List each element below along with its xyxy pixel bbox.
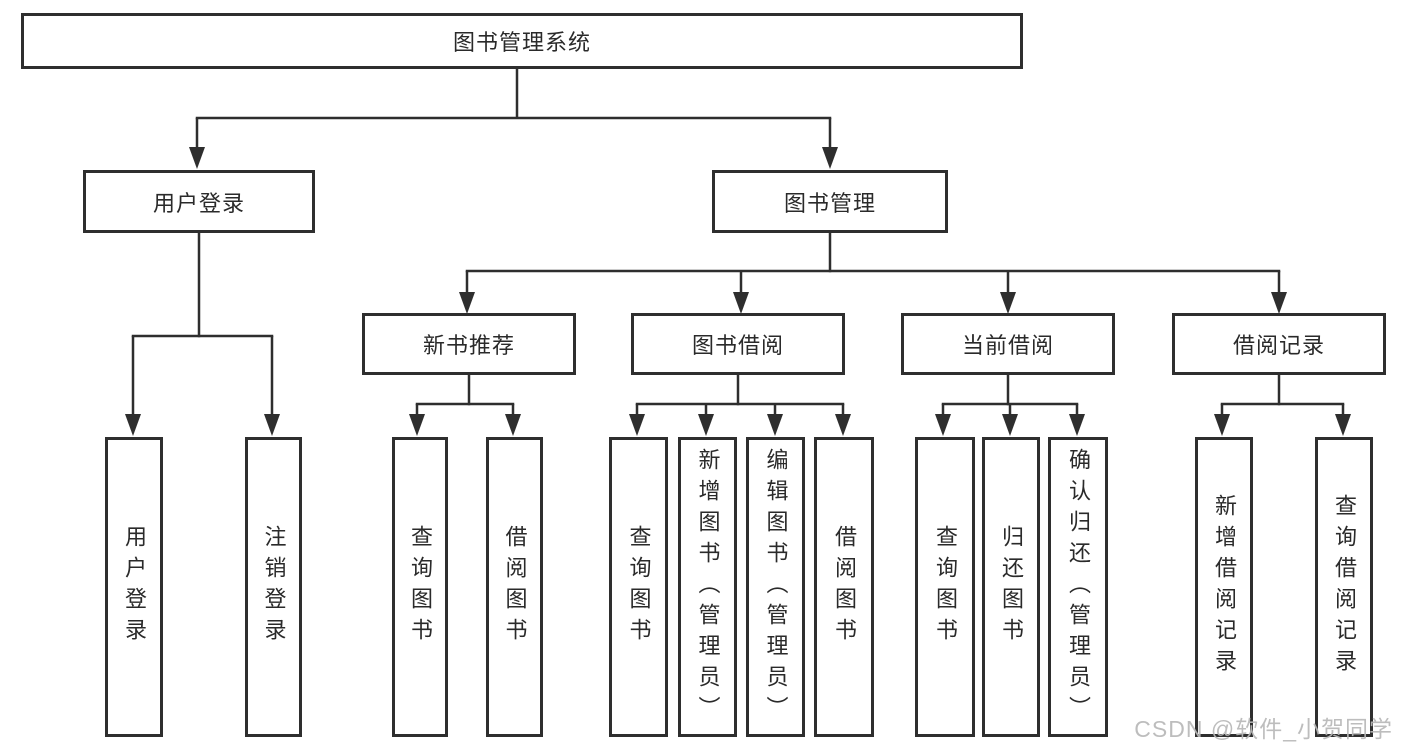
node-book-borrow-label: 图书借阅	[691, 333, 784, 358]
node-root: 图书管理系统	[21, 13, 1023, 69]
leaf-recommend-borrow-books: 借阅图书	[486, 437, 543, 737]
leaf-recommend-query-books-label: 查询图书	[408, 525, 433, 649]
leaf-query-borrow-record: 查询借阅记录	[1315, 437, 1373, 737]
leaf-recommend-borrow-books-label: 借阅图书	[502, 525, 528, 649]
leaf-borrow-books: 借阅图书	[814, 437, 874, 737]
node-book-management-label: 图书管理	[783, 190, 876, 216]
leaf-add-books-admin-label: 新增图书（管理员）	[695, 447, 721, 727]
leaf-logout: 注销登录	[245, 437, 302, 737]
leaf-add-borrow-record-label: 新增借阅记录	[1212, 494, 1237, 680]
leaf-add-books-admin: 新增图书（管理员）	[678, 437, 737, 737]
leaf-user-login: 用户登录	[105, 437, 163, 737]
node-book-borrow: 图书借阅	[631, 313, 845, 375]
node-user-login-label: 用户登录	[152, 190, 245, 216]
leaf-borrow-query-books-label: 查询图书	[626, 525, 652, 649]
node-root-label: 图书管理系统	[452, 30, 591, 55]
leaf-query-borrow-record-label: 查询借阅记录	[1332, 494, 1357, 680]
leaf-logout-label: 注销登录	[261, 525, 287, 649]
node-book-management: 图书管理	[712, 170, 948, 233]
leaf-add-borrow-record: 新增借阅记录	[1195, 437, 1253, 737]
leaf-confirm-return-admin-label: 确认归还（管理员）	[1066, 447, 1091, 727]
node-new-book-recommend: 新书推荐	[362, 313, 576, 375]
leaf-current-query-books: 查询图书	[915, 437, 975, 737]
leaf-return-books-label: 归还图书	[999, 525, 1024, 649]
node-current-borrow-label: 当前借阅	[961, 333, 1054, 358]
node-borrow-record-label: 借阅记录	[1232, 333, 1325, 358]
node-new-book-recommend-label: 新书推荐	[422, 333, 515, 358]
leaf-edit-books-admin-label: 编辑图书（管理员）	[763, 447, 789, 727]
leaf-borrow-query-books: 查询图书	[609, 437, 668, 737]
node-user-login: 用户登录	[83, 170, 315, 233]
leaf-recommend-query-books: 查询图书	[392, 437, 448, 737]
leaf-user-login-label: 用户登录	[122, 525, 147, 649]
arrowheads	[125, 147, 1351, 436]
leaf-edit-books-admin: 编辑图书（管理员）	[746, 437, 805, 737]
leaf-current-query-books-label: 查询图书	[933, 525, 958, 649]
leaf-confirm-return-admin: 确认归还（管理员）	[1048, 437, 1108, 737]
leaf-return-books: 归还图书	[982, 437, 1040, 737]
node-borrow-record: 借阅记录	[1172, 313, 1386, 375]
node-current-borrow: 当前借阅	[901, 313, 1115, 375]
leaf-borrow-books-label: 借阅图书	[832, 525, 857, 649]
